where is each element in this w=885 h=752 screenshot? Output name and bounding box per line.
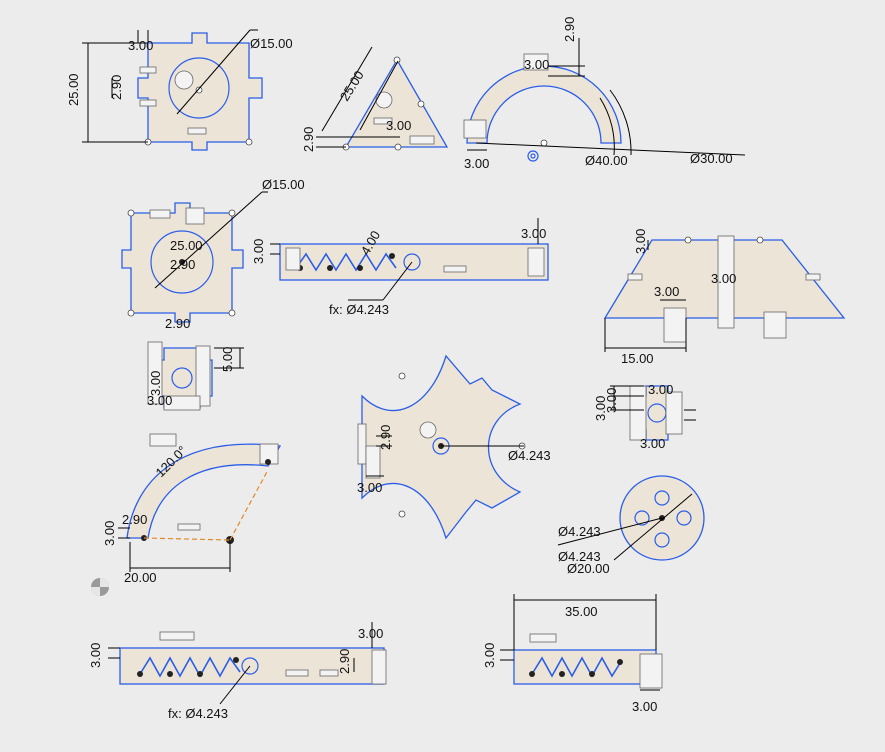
dim-label[interactable]: 3.00 <box>654 284 679 299</box>
dim-label[interactable]: 3.00 <box>640 436 665 451</box>
dim-label[interactable]: 3.00 <box>604 388 619 413</box>
spring-bar-bottom[interactable] <box>108 622 387 705</box>
dim-label[interactable]: 3.00 <box>147 393 172 408</box>
dim-label[interactable]: Ø40.00 <box>585 153 628 168</box>
dim-label[interactable]: Ø30.00 <box>690 151 733 166</box>
dim-label[interactable]: 25.00 <box>66 73 81 106</box>
square-plate-middle[interactable] <box>121 191 268 323</box>
trapezoid-plate[interactable] <box>603 235 846 352</box>
dim-label[interactable]: Ø4.243 <box>558 524 601 539</box>
square-plate-top[interactable] <box>82 29 263 151</box>
dim-label[interactable]: 3.00 <box>521 226 546 241</box>
dim-label[interactable]: 5.00 <box>220 347 235 372</box>
dim-label[interactable]: 20.00 <box>124 570 157 585</box>
dim-label[interactable]: 3.00 <box>88 643 103 668</box>
dim-label[interactable]: Ø20.00 <box>567 561 610 576</box>
dim-label[interactable]: Ø4.243 <box>508 448 551 463</box>
dim-label[interactable]: 25.00 <box>337 68 367 104</box>
dim-label[interactable]: 2.90 <box>378 425 393 450</box>
triangle-plate[interactable] <box>316 46 449 151</box>
arc-plate[interactable] <box>463 38 746 162</box>
dim-label[interactable]: 25.00 <box>170 238 203 253</box>
dim-label[interactable]: 3.00 <box>632 699 657 714</box>
dim-label[interactable]: 3.00 <box>648 382 673 397</box>
dim-label[interactable]: 3.00 <box>524 57 549 72</box>
dim-label[interactable]: 2.90 <box>337 649 352 674</box>
spring-bar-middle[interactable] <box>270 218 549 301</box>
small-cluster-right[interactable] <box>610 385 696 441</box>
dim-label[interactable]: Ø15.00 <box>250 36 293 51</box>
dim-label[interactable]: 3.00 <box>102 521 117 546</box>
dim-label[interactable]: 3.00 <box>482 643 497 668</box>
dim-label[interactable]: 15.00 <box>621 351 654 366</box>
dim-label[interactable]: 2.90 <box>170 257 195 272</box>
curved-arm[interactable] <box>118 433 282 572</box>
dim-label[interactable]: 35.00 <box>565 604 598 619</box>
dim-label[interactable]: Ø4.243 <box>558 549 601 564</box>
dim-label[interactable]: 2.90 <box>562 17 577 42</box>
dim-label[interactable]: 3.00 <box>357 480 382 495</box>
dim-label[interactable]: Ø15.00 <box>262 177 305 192</box>
dim-label[interactable]: 3.00 <box>711 271 736 286</box>
dim-label[interactable]: 3.00 <box>148 371 163 396</box>
dim-label[interactable]: 2.90 <box>165 316 190 331</box>
dim-label[interactable]: 3.00 <box>464 156 489 171</box>
dim-label[interactable]: 3.00 <box>358 626 383 641</box>
dim-label[interactable]: 3.00 <box>633 229 648 254</box>
dim-label[interactable]: fx: Ø4.243 <box>168 706 228 721</box>
dim-label[interactable]: 2.90 <box>301 127 316 152</box>
dim-label[interactable]: 2.90 <box>122 512 147 527</box>
dim-label[interactable]: fx: Ø4.243 <box>329 302 389 317</box>
dim-label[interactable]: 3.00 <box>128 38 153 53</box>
circle-plate[interactable] <box>557 475 705 561</box>
view-navigation-icon[interactable] <box>91 578 109 596</box>
star-plate[interactable] <box>357 354 526 540</box>
dim-label[interactable]: 3.00 <box>386 118 411 133</box>
dim-label[interactable]: 2.90 <box>109 75 124 100</box>
dim-label[interactable]: 3.00 <box>251 239 266 264</box>
spring-bar-right[interactable] <box>500 594 663 691</box>
dim-label[interactable]: 3.00 <box>593 396 608 421</box>
cross-cluster-left[interactable] <box>147 341 244 411</box>
